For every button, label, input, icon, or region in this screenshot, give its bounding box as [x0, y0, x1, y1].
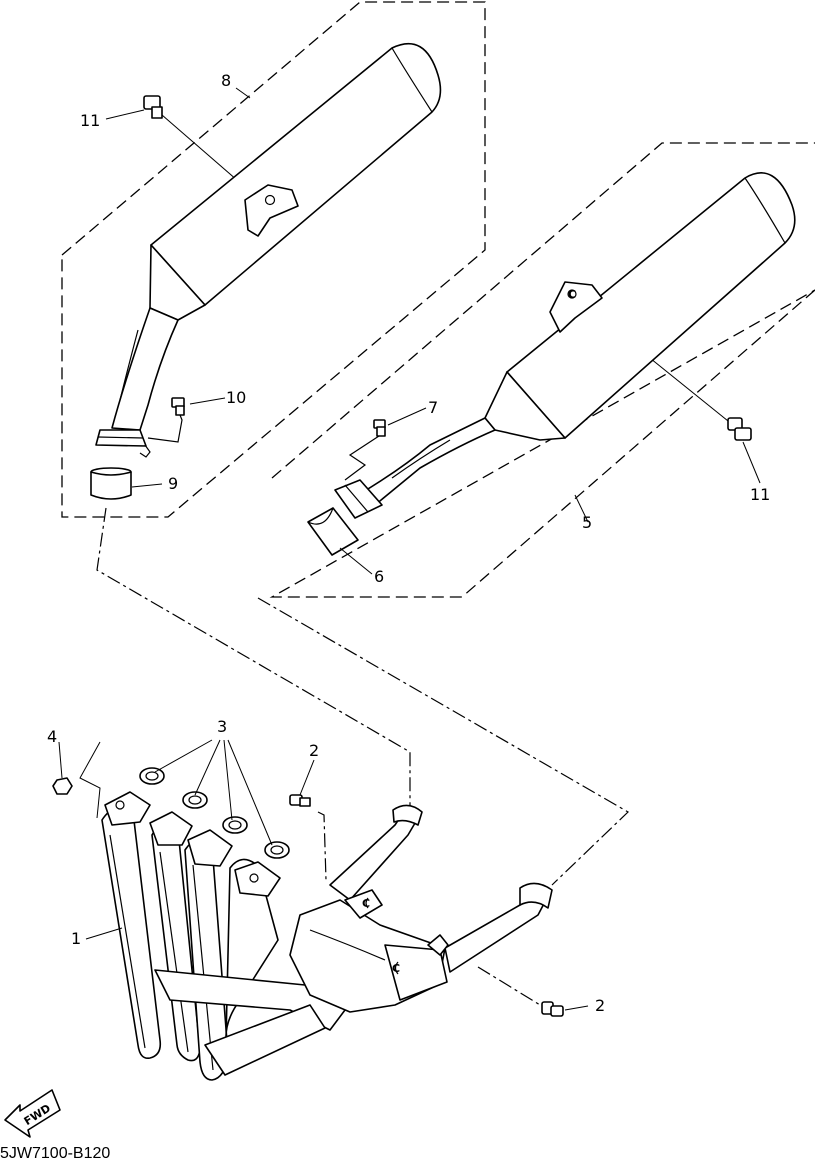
callout-11-right: 11 [750, 485, 770, 504]
header-gaskets [139, 767, 290, 859]
callout-8: 8 [221, 71, 231, 90]
exhaust-pipe-assembly [101, 791, 553, 1081]
callout-11-left: 11 [80, 111, 100, 130]
mark-c-right-label: C [568, 288, 576, 301]
callout-3: 3 [217, 717, 227, 736]
callout-9: 9 [168, 474, 178, 493]
callout-7: 7 [428, 398, 438, 417]
left-clamp-bolt [147, 397, 185, 443]
right-muffler-group-outline [269, 142, 815, 598]
header-nut [52, 741, 101, 819]
callout-1: 1 [71, 929, 81, 948]
bolt-2-upper-guide [317, 811, 327, 881]
mark-c-pipe-label: C [392, 962, 400, 975]
mark-c-left-label: C [362, 897, 370, 910]
left-muffler-connection-line [96, 507, 411, 805]
mark-c-left [365, 897, 369, 909]
callout-5: 5 [582, 513, 592, 532]
left-muffler-gasket [90, 467, 132, 500]
diagram-code: 5JW7100-B120 [0, 1145, 110, 1160]
lower-bolt [541, 1001, 564, 1017]
right-muffler-connection-line [257, 597, 629, 886]
left-muffler [95, 43, 442, 458]
callout-2-upper: 2 [309, 741, 319, 760]
callout-10: 10 [226, 388, 246, 407]
fwd-arrow-icon: FWD [4, 1089, 61, 1138]
right-muffler [334, 172, 796, 519]
mark-c-right [569, 289, 573, 299]
left-muffler-mounting-bolt [143, 95, 163, 119]
callout-6: 6 [374, 567, 384, 586]
right-muffler-mounting-bolt [727, 417, 752, 441]
right-muffler-gasket [307, 507, 359, 556]
upper-bolt [289, 794, 311, 807]
right-clamp-bolt [344, 419, 386, 481]
bolt-2-lower-guide [477, 966, 546, 1009]
callout-2-lower: 2 [595, 996, 605, 1015]
mark-c-pipe [394, 961, 399, 975]
callout-4: 4 [47, 727, 57, 746]
left-muffler-group-outline [61, 1, 486, 518]
